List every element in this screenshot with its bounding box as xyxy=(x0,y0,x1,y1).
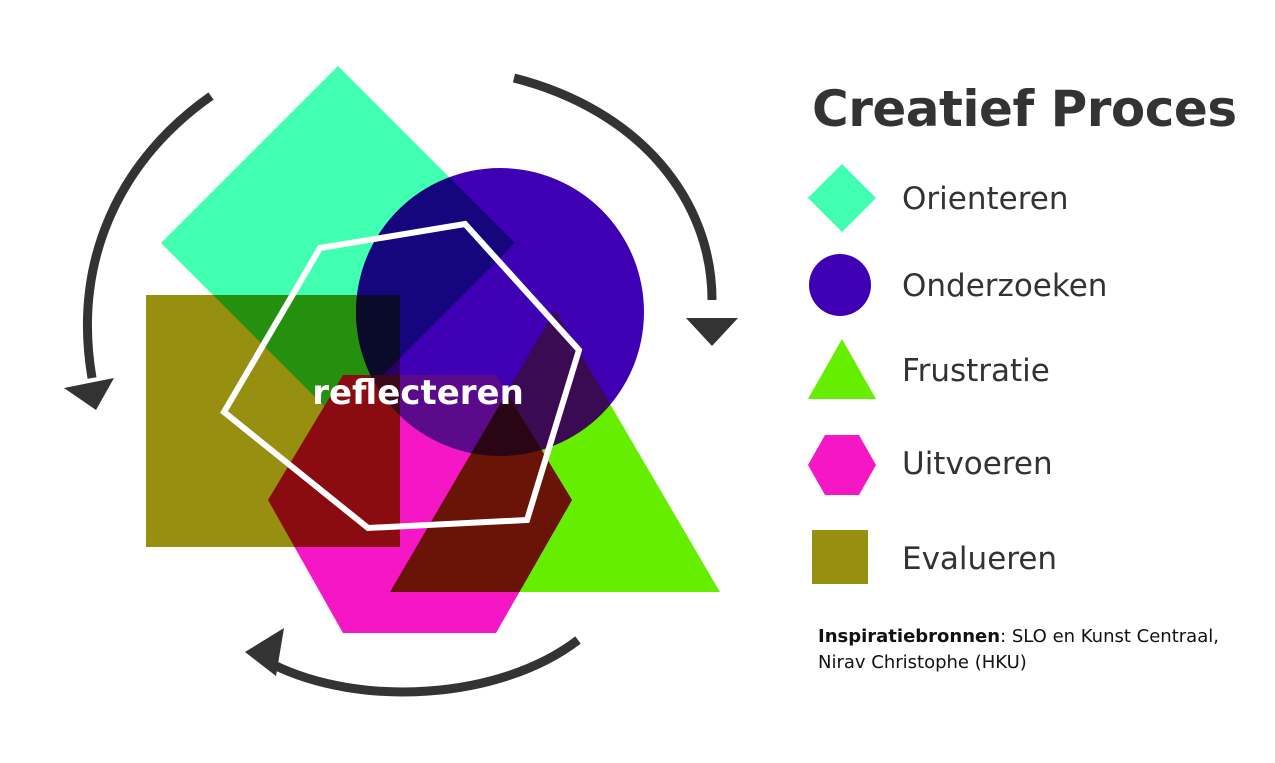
legend-title: Creatief Proces xyxy=(812,80,1237,138)
legend-label-onderzoeken: Onderzoeken xyxy=(902,268,1108,304)
triangle-icon xyxy=(808,339,876,399)
arrow-left xyxy=(83,92,214,379)
arrow-top-right xyxy=(512,73,717,301)
overlap-triangle-circle-hexagon xyxy=(390,375,572,456)
legend-item-uitvoeren: Uitvoeren xyxy=(808,431,1248,501)
process-diagram: reflecteren xyxy=(64,66,738,697)
overlap-square-hexagon xyxy=(268,375,400,547)
center-label: reflecteren xyxy=(312,373,524,413)
credit-line2: Nirav Christophe (HKU) xyxy=(818,652,1027,673)
legend-label-frustratie: Frustratie xyxy=(902,353,1050,389)
legend-item-onderzoeken: Onderzoeken xyxy=(808,253,1248,323)
legend-item-orienteren: Orienteren xyxy=(808,164,1248,234)
square-icon xyxy=(812,530,868,584)
arrow-bottom-head xyxy=(245,628,284,676)
credit-prefix: Inspiratiebronnen xyxy=(818,626,1001,647)
legend: Creatief Proces Orienteren Onderzoeken F… xyxy=(808,0,1268,763)
arrow-left-head xyxy=(64,378,114,410)
credit-text: Inspiratiebronnen: SLO en Kunst Centraal… xyxy=(818,624,1258,676)
overlap-circle-diamond xyxy=(356,168,515,420)
hexagon-icon xyxy=(808,435,876,495)
arrow-top-right-head xyxy=(686,318,738,346)
cycle-arrows xyxy=(64,73,738,697)
legend-label-uitvoeren: Uitvoeren xyxy=(902,446,1053,482)
arrow-bottom xyxy=(269,636,581,697)
legend-label-evalueren: Evalueren xyxy=(902,541,1058,577)
credit-line1: : SLO en Kunst Centraal, xyxy=(1000,626,1219,647)
reflecteren-hexagon-outline xyxy=(220,220,583,532)
legend-item-evalueren: Evalueren xyxy=(808,528,1248,598)
legend-item-frustratie: Frustratie xyxy=(808,338,1248,408)
circle-icon xyxy=(809,254,871,316)
legend-label-orienteren: Orienteren xyxy=(902,181,1069,217)
diamond-icon xyxy=(808,164,876,232)
